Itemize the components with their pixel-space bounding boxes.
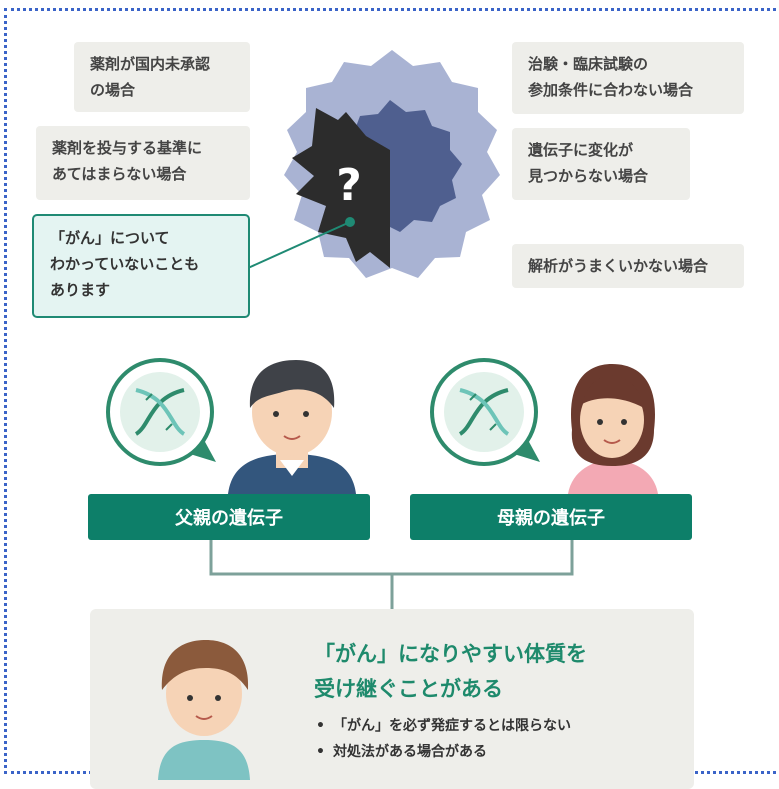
pointer-line — [247, 221, 351, 269]
father-gene-label: 父親の遺伝子 — [88, 494, 370, 540]
list-item: 対処法がある場合がある — [316, 739, 571, 765]
mother-avatar — [568, 364, 658, 494]
list-item: 「がん」を必ず発症するとは限らない — [316, 713, 571, 739]
question-mark: ? — [336, 160, 362, 211]
note-dosing-criteria: 薬剤を投与する基準に あてはまらない場合 — [36, 126, 250, 200]
note-no-gene-change: 遺伝子に変化が 見つからない場合 — [512, 128, 690, 200]
note-analysis-failed: 解析がうまくいかない場合 — [512, 244, 744, 288]
note-trial-conditions: 治験・臨床試験の 参加条件に合わない場合 — [512, 42, 744, 114]
note-unknown-cancer: 「がん」について わかっていないことも あります — [32, 214, 250, 318]
father-avatar — [228, 360, 356, 494]
result-list: 「がん」を必ず発症するとは限らない 対処法がある場合がある — [316, 713, 571, 765]
child-avatar — [158, 640, 250, 780]
result-title: 「がん」になりやすい体質を 受け継ぐことがある — [314, 642, 587, 701]
dna-icon — [430, 358, 540, 466]
mother-gene-label: 母親の遺伝子 — [410, 494, 692, 540]
dna-icon — [106, 358, 216, 466]
pointer-dot — [345, 217, 355, 227]
blob-dark-face — [292, 108, 390, 268]
note-unapproved-drug: 薬剤が国内未承認 の場合 — [74, 42, 250, 112]
